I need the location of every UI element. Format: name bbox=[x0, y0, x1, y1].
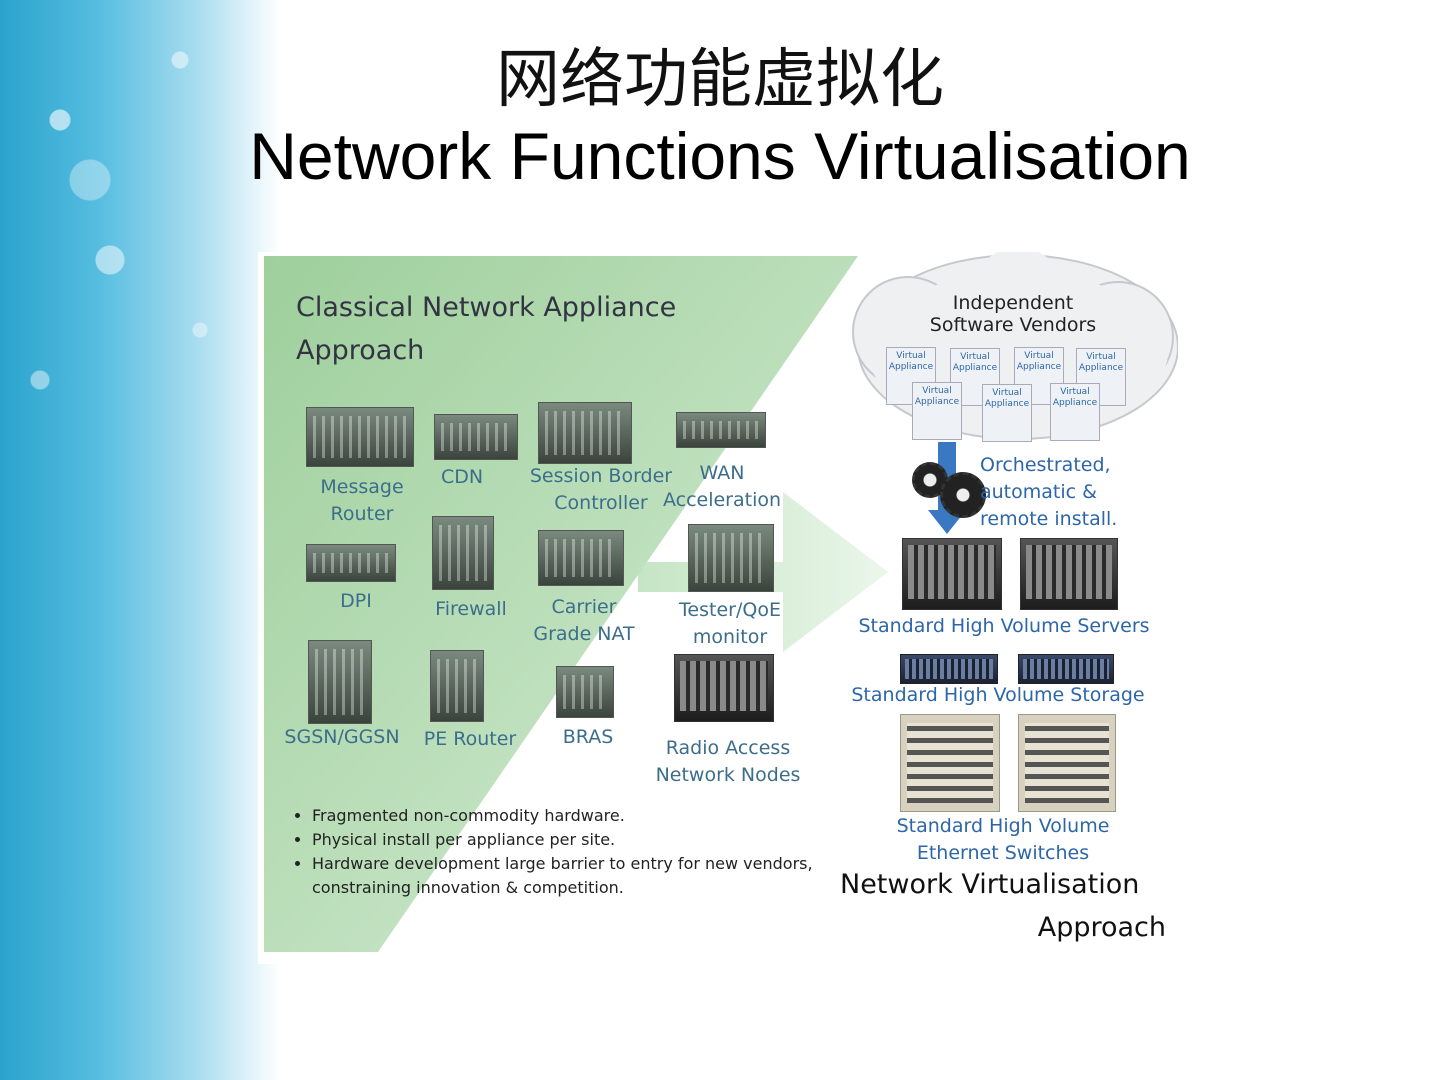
virtual-appliance-tile: Virtual Appliance bbox=[1050, 383, 1100, 441]
slide-title-chinese: 网络功能虚拟化 bbox=[0, 28, 1440, 120]
carrier-grade-nat-image bbox=[538, 530, 624, 586]
virtual-appliance-label: Virtual Appliance bbox=[1015, 351, 1063, 373]
appliance-label-message-router: Message Router bbox=[302, 474, 422, 528]
bullet-item: Physical install per appliance per site. bbox=[312, 828, 832, 852]
storage-array-image bbox=[900, 654, 998, 684]
storage-label: Standard High Volume Storage bbox=[848, 682, 1148, 709]
appliance-label-cdn: CDN bbox=[422, 464, 502, 491]
appliance-label-bras: BRAS bbox=[548, 724, 628, 751]
firewall-image bbox=[432, 516, 494, 590]
appliance-label-wan-acceleration: WAN Acceleration bbox=[662, 460, 782, 514]
servers-label: Standard High Volume Servers bbox=[854, 613, 1154, 640]
appliance-label-carrier-grade-nat: Carrier Grade NAT bbox=[528, 594, 640, 648]
ethernet-switch-image bbox=[1018, 714, 1116, 812]
ethernet-switch-image bbox=[900, 714, 1000, 812]
storage-array-image bbox=[1018, 654, 1114, 684]
cdn-image bbox=[434, 414, 518, 460]
bullet-item: Fragmented non-commodity hardware. bbox=[312, 804, 832, 828]
virtual-appliance-label: Virtual Appliance bbox=[887, 351, 935, 373]
appliance-label-firewall: Firewall bbox=[426, 596, 516, 623]
virtual-appliance-label: Virtual Appliance bbox=[913, 386, 961, 408]
radio-access-network-nodes-image bbox=[674, 654, 774, 722]
classical-approach-heading: Classical Network Appliance Approach bbox=[296, 286, 736, 372]
nfv-diagram: Classical Network Appliance Approach Mes… bbox=[258, 252, 1178, 964]
server-rack-image bbox=[1020, 538, 1118, 610]
server-rack-image bbox=[902, 538, 1002, 610]
orchestration-note: Orchestrated, automatic & remote install… bbox=[980, 452, 1150, 533]
virtual-appliance-label: Virtual Appliance bbox=[1077, 352, 1125, 374]
classical-drawbacks-list: Fragmented non-commodity hardware. Physi… bbox=[278, 804, 832, 900]
appliance-label-sgsn-ggsn: SGSN/GGSN bbox=[282, 724, 402, 751]
message-router-image bbox=[306, 407, 414, 467]
sgsn-ggsn-image bbox=[308, 640, 372, 724]
virtualisation-approach-heading-line2: Approach bbox=[840, 906, 1166, 949]
virtual-appliance-tile: Virtual Appliance bbox=[912, 382, 962, 440]
appliance-label-dpi: DPI bbox=[316, 588, 396, 615]
virtual-appliance-tile: Virtual Appliance bbox=[982, 384, 1032, 442]
dpi-image bbox=[306, 544, 396, 582]
switches-label: Standard High Volume Ethernet Switches bbox=[858, 813, 1148, 867]
cloud-label-isv: Independent Software Vendors bbox=[908, 292, 1118, 336]
virtual-appliance-label: Virtual Appliance bbox=[983, 388, 1031, 410]
appliance-label-radio-access-network-nodes: Radio Access Network Nodes bbox=[648, 735, 808, 789]
wan-acceleration-image bbox=[676, 412, 766, 448]
appliance-label-tester-qoe-monitor: Tester/QoE monitor bbox=[670, 597, 790, 651]
appliance-label-pe-router: PE Router bbox=[418, 726, 522, 753]
tester-qoe-monitor-image bbox=[688, 524, 774, 592]
appliance-label-session-border-controller: Session Border Controller bbox=[526, 463, 676, 517]
virtual-appliance-label: Virtual Appliance bbox=[951, 352, 999, 374]
pe-router-image bbox=[430, 650, 484, 722]
slide-title-english: Network Functions Virtualisation bbox=[0, 118, 1440, 194]
session-border-controller-image bbox=[538, 402, 632, 464]
bullet-item: Hardware development large barrier to en… bbox=[312, 852, 832, 900]
bras-image bbox=[556, 666, 614, 718]
virtualisation-approach-heading-line1: Network Virtualisation bbox=[840, 863, 1166, 906]
virtual-appliance-label: Virtual Appliance bbox=[1051, 387, 1099, 409]
